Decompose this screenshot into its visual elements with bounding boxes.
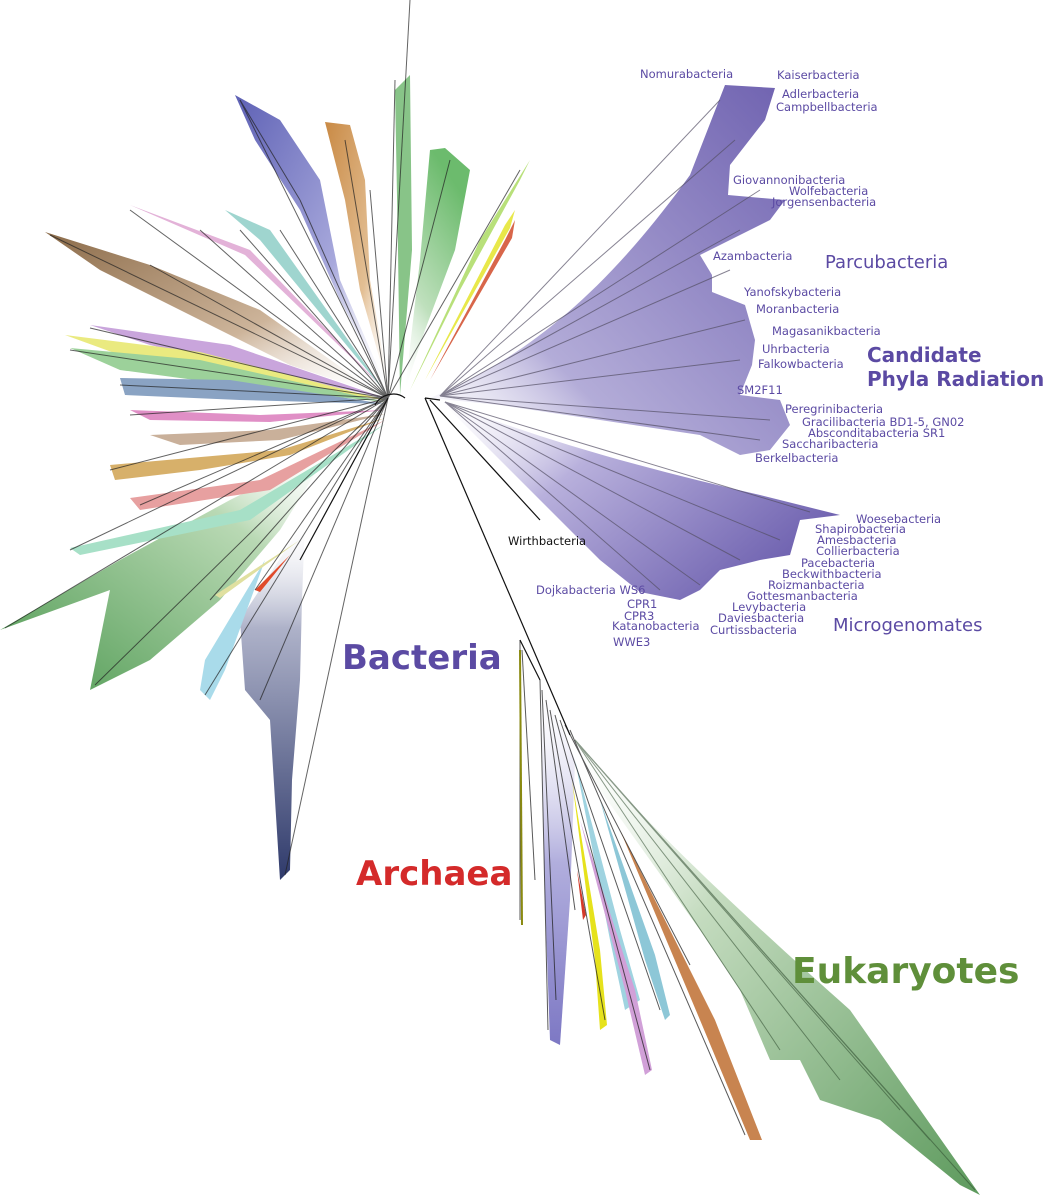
label-katanobacteria: Katanobacteria: [612, 619, 700, 633]
archaea-clade: [519, 640, 762, 1140]
label-magasanikbacteria: Magasanikbacteria: [772, 324, 881, 338]
label-sm2f11: SM2F11: [737, 383, 783, 397]
label-gracilibacteria: Gracilibacteria BD1-5, GN02: [802, 415, 964, 429]
cpr-title-line1: Candidate: [867, 343, 982, 367]
label-shapirobacteria: Shapirobacteria: [815, 522, 906, 536]
label-cpr3: CPR3: [624, 609, 654, 623]
bacteria-red-branch: [255, 555, 290, 592]
label-gottesmanbacteria: Gottesmanbacteria: [747, 589, 858, 603]
bacteria-yellow-top-branch: [425, 210, 515, 380]
label-wolfebacteria: Wolfebacteria: [789, 184, 868, 198]
label-yanofskybacteria: Yanofskybacteria: [743, 285, 841, 299]
label-daviesbacteria: Daviesbacteria: [718, 611, 804, 625]
archaea-wedge: [540, 680, 575, 1045]
label-amesbacteria: Amesbacteria: [817, 533, 896, 547]
parcubacteria-wedge: [430, 85, 790, 455]
bacteria-lightgreen-wedge: [405, 148, 470, 390]
bacteria-cyan-wedge: [200, 560, 265, 700]
bacteria-clade: [0, 0, 530, 880]
label-uhrbacteria: Uhrbacteria: [762, 342, 830, 356]
domain-labels: Bacteria Archaea Eukaryotes: [342, 638, 1019, 992]
label-woesebacteria: Woesebacteria: [856, 512, 941, 526]
label-saccharibacteria: Saccharibacteria: [782, 437, 878, 451]
archaea-orange-wedge: [620, 830, 762, 1140]
bacteria-yellowgreen-wedge: [410, 160, 530, 390]
label-cpr1: CPR1: [627, 597, 657, 611]
cpr-branch-lines: [439, 99, 811, 591]
eukaryote-branch-lines: [574, 739, 976, 1191]
bacteria-tan-left-wedge: [150, 414, 385, 445]
parcubacteria-label: Parcubacteria: [825, 252, 948, 273]
eukaryotes-label: Eukaryotes: [792, 951, 1019, 992]
bacteria-ochre-wedge: [110, 418, 385, 480]
bacteria-green-top-wedge: [395, 75, 412, 395]
label-nomurabacteria: Nomurabacteria: [640, 67, 733, 81]
bacteria-blue-top-wedge: [235, 95, 390, 395]
label-absconditabacteria: Absconditabacteria SR1: [808, 426, 945, 440]
bacteria-branch-lines: [4, 0, 521, 876]
cpr-title-line2: Phyla Radiation: [867, 367, 1044, 391]
label-kaiserbacteria: Kaiserbacteria: [777, 68, 860, 82]
label-peregrinibacteria: Peregrinibacteria: [785, 402, 883, 416]
label-jorgensenbacteria: Jorgensenbacteria: [771, 195, 876, 209]
label-pacebacteria: Pacebacteria: [801, 556, 875, 570]
label-wwe3: WWE3: [613, 635, 650, 649]
label-berkelbacteria: Berkelbacteria: [755, 451, 838, 465]
bacteria-orange-wedge: [325, 122, 390, 395]
archaea-cyan-wedge: [575, 760, 640, 1010]
microgenomates-wedge: [440, 400, 840, 600]
label-collierbacteria: Collierbacteria: [816, 544, 900, 558]
label-curtissbacteria: Curtissbacteria: [710, 623, 797, 637]
bacteria-paleyellow-branch: [215, 540, 300, 598]
label-campbellbacteria: Campbellbacteria: [776, 100, 878, 114]
tree-backbone: [299, 393, 571, 736]
bacteria-label: Bacteria: [342, 638, 502, 678]
bacteria-mint-wedge: [70, 424, 385, 555]
archaea-red-branch: [577, 870, 586, 920]
label-wirthbacteria: Wirthbacteria: [508, 534, 586, 548]
label-azambacteria: Azambacteria: [713, 249, 792, 263]
cpr-clade: [430, 85, 840, 600]
eukaryote-clade: [570, 735, 980, 1195]
bacteria-pink-left-wedge: [130, 410, 385, 422]
phylum-labels: Nomurabacteria Kaiserbacteria Adlerbacte…: [536, 67, 964, 649]
label-dojkabacteria: Dojkabacteria WS6: [536, 583, 645, 597]
archaea-yellow-wedge: [572, 780, 607, 1030]
label-adlerbacteria: Adlerbacteria: [782, 87, 859, 101]
archaea-olive-line: [519, 649, 523, 926]
bacteria-salmon-wedge: [130, 420, 385, 510]
microgenomates-label: Microgenomates: [833, 615, 982, 636]
label-moranbacteria: Moranbacteria: [756, 302, 839, 316]
cpr-labels: Candidate Phyla Radiation Parcubacteria …: [825, 252, 1044, 636]
label-roizmanbacteria: Roizmanbacteria: [768, 578, 865, 592]
label-levybacteria: Levybacteria: [732, 600, 806, 614]
label-falkowbacteria: Falkowbacteria: [758, 357, 844, 371]
bacteria-navy-wedge: [240, 520, 305, 880]
label-giovannonibacteria: Giovannonibacteria: [733, 173, 845, 187]
label-beckwithbacteria: Beckwithbacteria: [782, 567, 882, 581]
archaea-label: Archaea: [356, 854, 512, 894]
archaea-cyan2-wedge: [600, 800, 670, 1020]
